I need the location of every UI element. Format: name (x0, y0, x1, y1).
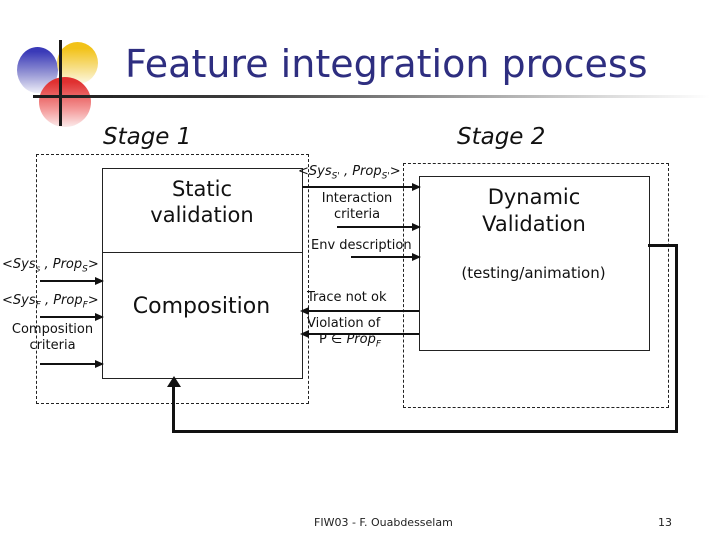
logo-cross-vertical-line (59, 40, 62, 126)
label-part: , Prop (339, 164, 382, 179)
label-part: , Prop (40, 293, 83, 308)
arrow-sys-s (40, 277, 104, 285)
arrow-env-description (351, 253, 421, 261)
label-part: s (35, 264, 41, 275)
stage2-heading: Stage 2 (457, 124, 546, 150)
stage2-dashed-region (403, 163, 669, 408)
violation-label: Violation of P ∈ PropF (307, 316, 381, 353)
composition-criteria-label: Composition criteria (11, 322, 94, 353)
label-part: P ∈ (319, 332, 347, 347)
label-part: S' (381, 171, 390, 182)
env-description-label: Env description (311, 238, 412, 253)
footer-text: FIW03 - F. Ouabdesselam (314, 516, 453, 529)
composition-label: Composition (132, 294, 271, 319)
stage1-process-box (102, 168, 303, 379)
arrow-interaction-criteria (337, 223, 421, 231)
label-part: S (82, 264, 88, 275)
label-part: F (375, 339, 382, 350)
feedback-line-out (648, 244, 678, 247)
label-part: > (389, 164, 401, 179)
stage1-box-divider (102, 252, 303, 253)
violation-line1: Violation of (307, 316, 381, 331)
label-part: <Sys (2, 293, 36, 308)
arrow-composition-criteria (40, 360, 104, 368)
label-part: Prop (346, 332, 376, 347)
logo-red-circle (39, 77, 91, 127)
label-part: F (35, 300, 41, 311)
label-part: F (82, 300, 88, 311)
label-part: > (87, 257, 99, 272)
sys-sprime-label: <SysS' , PropS'> (298, 164, 401, 182)
dynamic-validation-label: Dynamic Validation (482, 185, 586, 236)
dynamic-validation-box (419, 176, 650, 351)
label-part: <Sys (2, 257, 36, 272)
arrow-violation (300, 330, 419, 338)
feedback-line-bottom (172, 430, 678, 433)
label-part: S' (331, 171, 340, 182)
page-number: 13 (658, 516, 672, 529)
page-title: Feature integration process (125, 42, 648, 86)
feedback-arrowhead-icon (167, 376, 181, 387)
testing-animation-label: (testing/animation) (461, 264, 606, 282)
sys-f-label: <SysF , PropF> (2, 293, 99, 311)
violation-line2: P ∈ PropF (307, 332, 381, 353)
label-part: <Sys (298, 164, 332, 179)
static-validation-label: Static validation (150, 177, 254, 227)
interaction-criteria-label: Interaction criteria (321, 191, 393, 222)
label-part: , Prop (40, 257, 83, 272)
stage1-heading: Stage 1 (103, 124, 192, 150)
arrow-sys-f (40, 313, 104, 321)
feedback-line-right (675, 244, 678, 433)
label-part: > (87, 293, 99, 308)
arrow-sys-sprime (302, 183, 421, 191)
sys-s-label: <Syss , PropS> (2, 257, 99, 275)
trace-not-ok-label: Trace not ok (307, 290, 387, 305)
feedback-line-up (172, 386, 175, 432)
arrow-trace-not-ok (300, 307, 419, 315)
title-divider-line (33, 95, 710, 98)
